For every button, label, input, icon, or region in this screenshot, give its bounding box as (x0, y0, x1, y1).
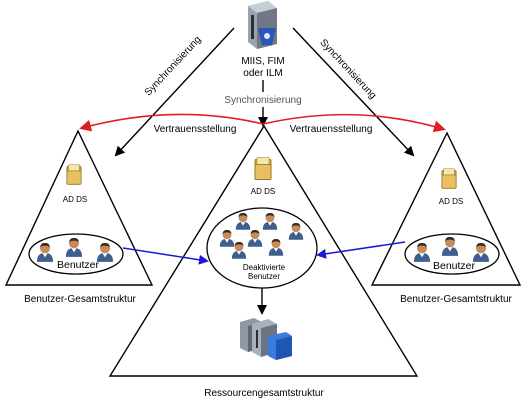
server-icon (248, 1, 277, 49)
sync-arrow-right (292, 27, 415, 157)
trust-arrow-right (262, 113, 446, 133)
user-link-arrow-right (316, 241, 406, 259)
right-forest-caption: Benutzer-Gesamtstruktur (400, 294, 512, 305)
resource-forest-caption: Ressourcengesamtstruktur (204, 388, 324, 399)
server-name-line2: oder ILM (243, 68, 282, 79)
resource-adds-label: AD DS (251, 187, 275, 196)
server-name-line1: MIIS, FIM (241, 56, 284, 67)
right-adds-folder-icon (441, 168, 457, 189)
left-forest-caption: Benutzer-Gesamtstruktur (24, 294, 136, 305)
right-users-label: Benutzer (433, 260, 476, 272)
right-adds-label: AD DS (439, 197, 463, 206)
disabled-users-line1: Deaktivierte (243, 263, 286, 272)
trust-arrow-left (79, 113, 264, 132)
sync-arrow-left (114, 27, 235, 157)
resource-servers-icon (240, 318, 292, 360)
sync-label-center: Synchronisierung (224, 95, 301, 106)
left-adds-label: AD DS (63, 195, 87, 204)
sync-label-left: Synchronisierung (143, 34, 204, 98)
trust-label-left: Vertrauensstellung (154, 124, 237, 135)
resource-adds-folder-icon (254, 157, 272, 180)
user-link-arrow-left (122, 247, 209, 265)
left-users-label: Benutzer (57, 259, 100, 271)
disabled-users-line2: Benutzer (248, 272, 280, 281)
sync-label-right: Synchronisierung (317, 37, 378, 101)
left-adds-folder-icon (66, 164, 82, 185)
trust-label-right: Vertrauensstellung (290, 124, 373, 135)
